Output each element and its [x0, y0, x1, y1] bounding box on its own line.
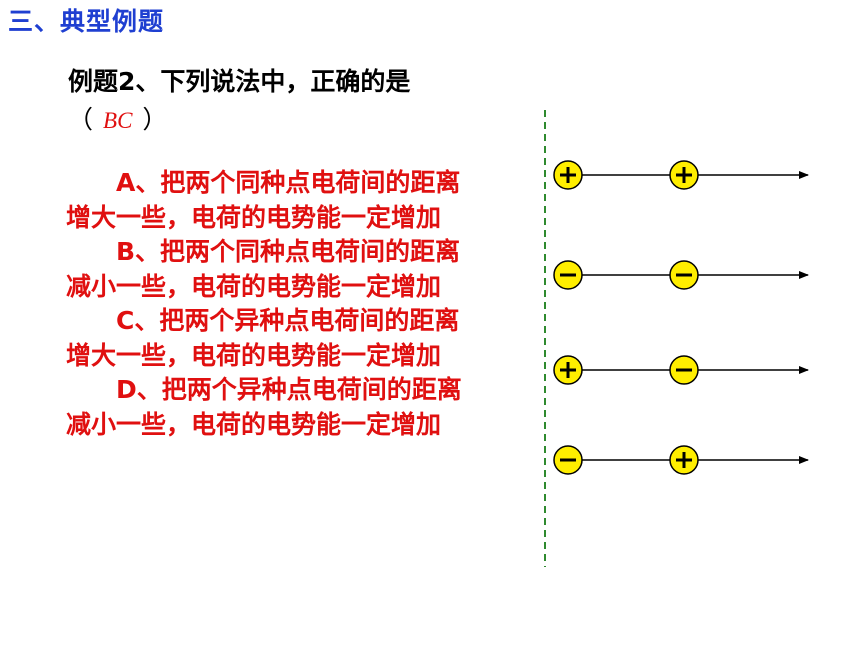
positive-charge-icon	[669, 160, 699, 190]
option-d: D、把两个异种点电荷间的距离减小一些，电荷的电势能一定增加	[66, 375, 462, 439]
answer-value: BC	[103, 108, 133, 133]
negative-charge-icon	[553, 445, 583, 475]
negative-charge-icon	[669, 355, 699, 385]
charge-rows	[553, 160, 809, 475]
charge-row-1	[553, 160, 809, 190]
charge-row-2	[553, 260, 809, 290]
negative-charge-icon	[669, 260, 699, 290]
question-text: 例题2、下列说法中，正确的是	[68, 67, 411, 96]
option-b: B、把两个同种点电荷间的距离减小一些，电荷的电势能一定增加	[66, 237, 461, 301]
answer-line: （ BC ）	[68, 100, 167, 136]
option-a: A、把两个同种点电荷间的距离增大一些，电荷的电势能一定增加	[66, 168, 461, 232]
paren-close: ）	[142, 105, 168, 134]
section-title: 三、典型例题	[8, 7, 165, 36]
charge-row-3	[553, 355, 809, 385]
positive-charge-icon	[669, 445, 699, 475]
paren-open: （	[68, 105, 94, 134]
charge-row-4	[553, 445, 809, 475]
options-list: A、把两个同种点电荷间的距离增大一些，电荷的电势能一定增加 B、把两个同种点电荷…	[66, 166, 466, 442]
charge-diagram	[544, 110, 809, 567]
option-c: C、把两个异种点电荷间的距离增大一些，电荷的电势能一定增加	[66, 306, 460, 370]
positive-charge-icon	[553, 355, 583, 385]
negative-charge-icon	[553, 260, 583, 290]
positive-charge-icon	[553, 160, 583, 190]
